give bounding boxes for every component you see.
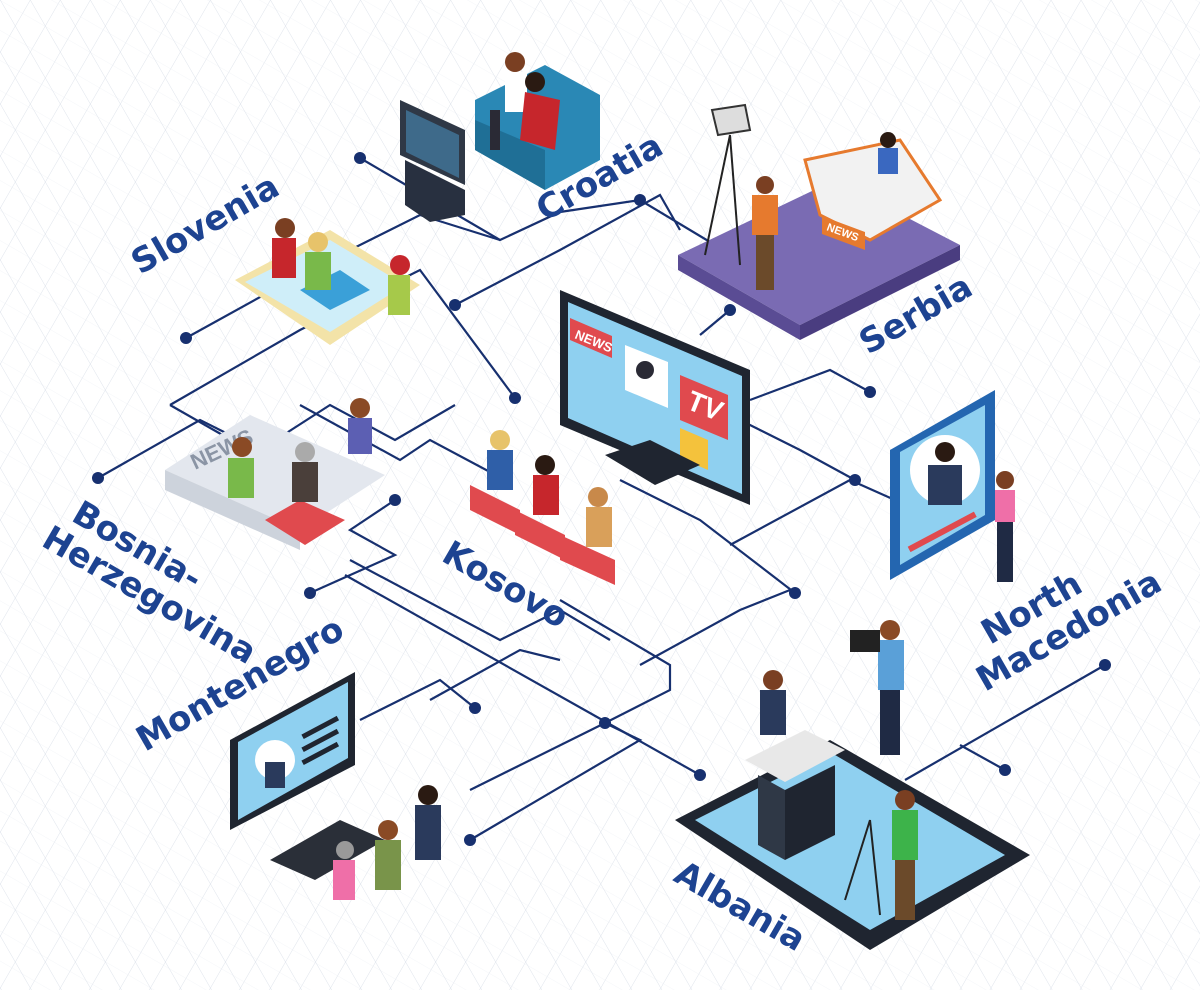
tablet-presenter-illustration [890,390,1015,582]
newspaper-with-readers-illustration: NEWS [165,398,385,550]
phone-with-readers-illustration [235,218,420,345]
audience-on-chairs-illustration [470,430,615,585]
connector-network [92,152,1111,846]
computer-with-people-illustration [230,672,441,900]
couple-on-sofa-illustration [475,52,600,190]
news-studio-illustration: NEWS [678,103,960,340]
big-tv-illustration: NEWS TV [560,290,750,505]
tv-set-illustration [400,100,465,222]
phone-podium-illustration [675,620,1030,950]
